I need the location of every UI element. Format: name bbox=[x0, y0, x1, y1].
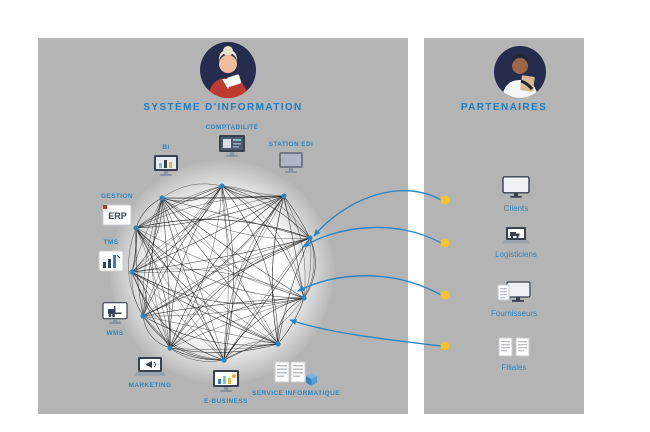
erp-box-icon: ERP bbox=[102, 204, 132, 226]
node-marketing-label: MARKETING bbox=[128, 382, 172, 389]
woman-avatar-icon bbox=[200, 42, 256, 98]
erp-text: ERP bbox=[108, 211, 127, 221]
node-e-business-label: E-BUSINESS bbox=[204, 398, 248, 405]
partner-clients: Clients bbox=[484, 176, 548, 213]
partner-logisticiens: Logisticiens bbox=[484, 226, 548, 259]
node-comptabilite: COMPTABILITÉ bbox=[192, 124, 272, 160]
node-bi-label: BI bbox=[162, 144, 170, 151]
partner-filiales: Filiales bbox=[482, 336, 546, 372]
partners-title: PARTENAIRES bbox=[460, 102, 548, 113]
wms-forklift-monitor-icon bbox=[102, 302, 128, 324]
partner-clients-label: Clients bbox=[503, 204, 529, 213]
partner-fournisseurs: Fournisseurs bbox=[482, 281, 546, 318]
subsidiaries-docs-icon bbox=[498, 337, 530, 357]
node-service-informatique: SERVICE INFORMATIQUE bbox=[252, 360, 340, 399]
edi-monitor-icon bbox=[279, 151, 303, 173]
node-station-edi: STATION EDI bbox=[252, 141, 330, 176]
man-avatar bbox=[494, 46, 546, 103]
logistics-laptop-truck-icon bbox=[502, 227, 530, 244]
it-service-servers-cube-icon bbox=[274, 361, 317, 386]
tms-chart-icon bbox=[98, 250, 124, 272]
node-bi: BI bbox=[136, 144, 196, 179]
node-comptabilite-label: COMPTABILITÉ bbox=[205, 124, 259, 131]
node-wms-label: WMS bbox=[106, 330, 124, 337]
node-wms: WMS bbox=[78, 302, 152, 339]
ebusiness-chart-monitor-icon bbox=[213, 370, 239, 392]
partners-panel: PARTENAIRES Clients Logisticiens bbox=[424, 38, 584, 414]
node-tms: TMS bbox=[74, 239, 148, 273]
partner-logisticiens-label: Logisticiens bbox=[495, 250, 537, 259]
man-avatar-icon bbox=[494, 46, 546, 98]
node-marketing: MARKETING bbox=[110, 356, 190, 391]
partner-fournisseurs-label: Fournisseurs bbox=[490, 309, 538, 318]
accounting-monitor-icon bbox=[219, 134, 245, 157]
node-station-edi-label: STATION EDI bbox=[268, 141, 314, 148]
node-e-business: E-BUSINESS bbox=[186, 370, 266, 407]
partner-filiales-label: Filiales bbox=[501, 363, 527, 372]
node-gestion: GESTION ERP bbox=[80, 193, 154, 226]
woman-avatar bbox=[200, 42, 256, 103]
node-tms-label: TMS bbox=[103, 239, 119, 246]
bi-chart-monitor-icon bbox=[154, 154, 178, 176]
suppliers-doc-monitor-icon bbox=[497, 281, 531, 302]
information-system-panel: SYSTÈME D'INFORMATION COMPTABILITÉ STATI… bbox=[38, 38, 408, 414]
clients-monitor-icon bbox=[502, 176, 530, 198]
node-gestion-label: GESTION bbox=[100, 193, 134, 200]
information-system-title: SYSTÈME D'INFORMATION bbox=[143, 102, 303, 113]
marketing-megaphone-laptop-icon bbox=[134, 357, 166, 376]
node-service-informatique-label: SERVICE INFORMATIQUE bbox=[252, 390, 340, 397]
